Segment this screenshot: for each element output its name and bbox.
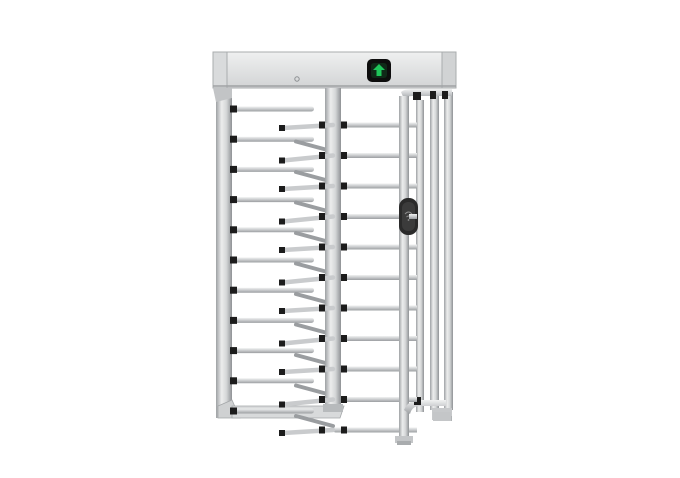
fixed-arm-cap — [230, 165, 237, 173]
card-reader-icon — [399, 198, 418, 235]
rotor-arm-collar-left — [319, 426, 325, 434]
rotor-arm-right — [333, 397, 403, 402]
rotor-arm-tip — [279, 401, 285, 408]
rotor-arm-right — [333, 153, 403, 158]
fixed-arm-cap — [230, 105, 237, 113]
fixed-arm — [232, 408, 314, 414]
rotor-arm-collar — [341, 121, 347, 129]
gate-rail — [409, 427, 417, 433]
rotor-arm-left — [280, 244, 336, 253]
rotor-arm-collar-left — [319, 335, 325, 342]
fixed-arm — [232, 197, 314, 203]
rotor-arm-tip — [279, 369, 285, 375]
top-housing — [212, 51, 457, 89]
fixed-arm-cap — [230, 377, 237, 385]
rotor-arm-collar-left — [319, 213, 325, 220]
rotor-arm-right — [333, 275, 403, 280]
rotor-arm-tip — [279, 247, 285, 253]
rotor-arm-collar-left — [319, 304, 325, 312]
fixed-arm — [232, 106, 314, 112]
rotor-arm-collar-left — [319, 152, 325, 159]
gate-rail — [409, 366, 417, 372]
rotor-arm-right — [333, 366, 403, 372]
rotor-arm-collar-left — [319, 121, 325, 129]
fixed-arm — [232, 227, 314, 233]
rotor-arm-right — [333, 214, 403, 219]
rotor-arm-tip — [279, 430, 285, 436]
gate-rail — [409, 275, 417, 280]
fixed-arm-cap — [230, 256, 237, 264]
gate-rail — [409, 397, 417, 402]
fixed-arm — [232, 378, 314, 384]
housing-screw — [294, 76, 300, 82]
rotor-arm-tip — [279, 340, 285, 347]
rotor-arm-tip — [279, 308, 285, 314]
fixed-arm-cap — [230, 196, 237, 204]
gate-rail — [409, 244, 417, 250]
rotor-arm-right — [333, 122, 403, 128]
rotor-arm-collar-left — [319, 365, 325, 373]
rotor-arm-collar — [341, 365, 347, 373]
fixed-arm — [232, 136, 314, 142]
rotor-arm-collar-left — [319, 274, 325, 281]
fixed-arm-cap — [230, 135, 237, 143]
rotor-arm-collar-left — [319, 243, 325, 251]
rotor-arm-tip — [279, 186, 285, 192]
fixed-arm-cap — [230, 347, 237, 355]
rotor-arm-tip — [279, 279, 285, 286]
fixed-arm — [232, 317, 314, 323]
rotor-arm-collar-left — [319, 182, 325, 190]
gate-rail — [409, 305, 417, 311]
rotor-post — [323, 88, 343, 412]
rotor-arm-collar — [341, 426, 347, 434]
gate-rail-group — [409, 122, 417, 433]
rotor-arm-rear — [294, 414, 335, 428]
rotor-arm-left — [280, 366, 336, 375]
fixed-arm — [232, 257, 314, 263]
rotor-arm-collar — [341, 152, 347, 159]
rotor-arm-left — [280, 122, 336, 131]
rotor-arm-collar — [341, 396, 347, 403]
gate-rail — [409, 183, 417, 189]
rotor-arm-left — [280, 427, 336, 436]
fixed-arm — [232, 166, 314, 172]
fixed-arm-cap — [230, 316, 237, 324]
rotor-arm-right — [333, 336, 403, 341]
rotor-arm-collar — [341, 274, 347, 281]
rotor-arm-collar — [341, 182, 347, 190]
fixed-arm — [232, 287, 314, 293]
gate-rail — [409, 214, 417, 219]
rotor-arm-collar-left — [319, 396, 325, 403]
fixed-arm-group — [230, 105, 314, 415]
gate-rail — [409, 153, 417, 158]
rotor-arm-tip — [279, 218, 285, 225]
fixed-arm-cap — [230, 286, 237, 294]
rotor-arm-collar — [341, 335, 347, 342]
gate-rail — [409, 122, 417, 128]
fixed-arm-cap — [230, 226, 237, 234]
rotor-front-arm-group — [279, 121, 336, 436]
rotor-arm-right — [333, 183, 403, 189]
rotor-arm-collar — [341, 243, 347, 251]
rotor-arm-right — [333, 244, 403, 250]
rotor-arm-collar — [341, 213, 347, 220]
rotor-arm-collar — [341, 304, 347, 312]
rotor-arm-tip — [279, 157, 285, 164]
green-arrow-indicator-icon — [367, 59, 391, 82]
rotor-arm-left — [280, 305, 336, 314]
gate-rail — [409, 336, 417, 341]
rotor-arm-left — [280, 183, 336, 192]
rotor-arm-right — [333, 305, 403, 311]
rotor-arm-right — [333, 427, 403, 433]
right-gate-frame — [395, 89, 453, 445]
rotor-arm-tip — [279, 125, 285, 131]
fixed-arm — [232, 348, 314, 354]
fixed-arm-cap — [230, 407, 237, 415]
